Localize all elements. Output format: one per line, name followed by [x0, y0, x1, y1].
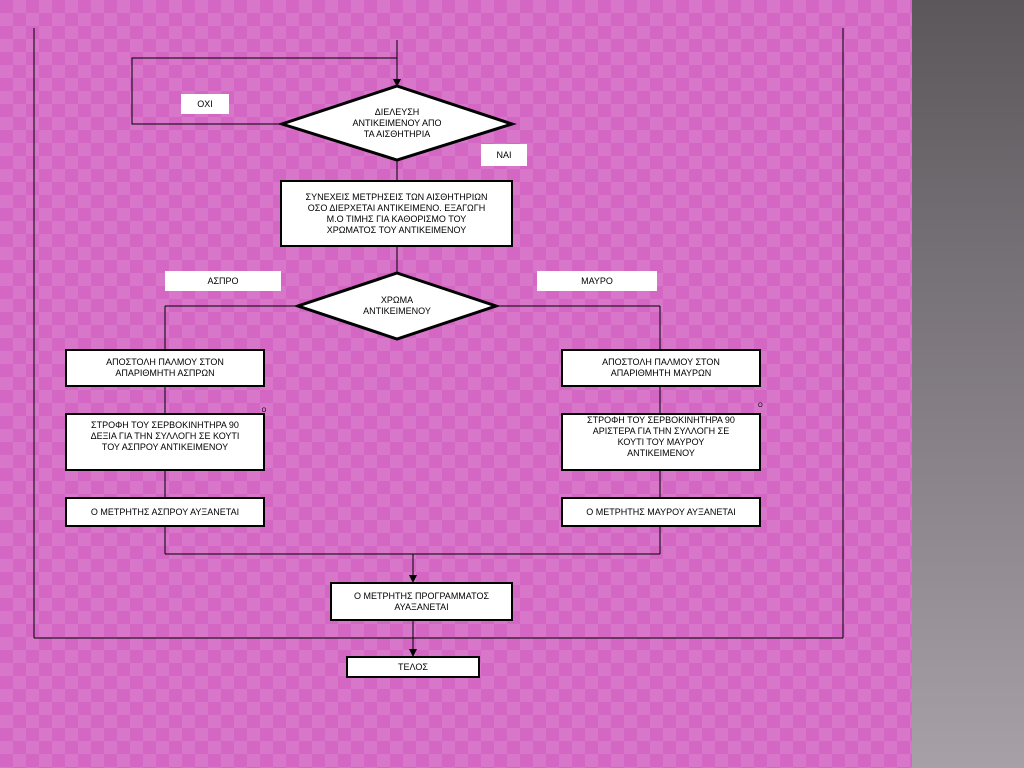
decision-object-color-text: ΧΡΩΜΑ ΑΝΤΙΚΕΙΜΕΝΟΥ [340, 290, 454, 322]
process-counter-black-text: Ο ΜΕΤΡΗΤΗΣ ΜΑΥΡΟΥ ΑΥΞΑΝΕΤΑΙ [586, 506, 736, 517]
process-servo-white-text: ΣΤΡΟΦΗ ΤΟΥ ΣΕΡΒΟΚΙΝΗΤΗΡΑ 90 ΔΕΞΙΑ ΓΙΑ ΤΗ… [90, 408, 267, 475]
side-panel [912, 0, 1024, 768]
label-yes-text: ΝΑΙ [496, 150, 512, 160]
terminal-end: ΤΕΛΟΣ [346, 656, 480, 678]
process-program-counter-text: Ο ΜΕΤΡΗΤΗΣ ΠΡΟΓΡΑΜΜΑΤΟΣ ΑΥΑΞΑΝΕΤΑΙ [353, 590, 490, 612]
process-program-counter: Ο ΜΕΤΡΗΤΗΣ ΠΡΟΓΡΑΜΜΑΤΟΣ ΑΥΑΞΑΝΕΤΑΙ [330, 582, 513, 621]
process-pulse-black: ΑΠΟΣΤΟΛΗ ΠΑΛΜΟΥ ΣΤΟΝ ΑΠΑΡΙΘΜΗΤΗ ΜΑΥΡΩΝ [561, 349, 761, 387]
process-servo-black: ΣΤΡΟΦΗ ΤΟΥ ΣΕΡΒΟΚΙΝΗΤΗΡΑ 90 ΑΡΙΣΤΕΡΑ ΓΙΑ… [561, 403, 763, 471]
process-pulse-white-text: ΑΠΟΣΤΟΛΗ ΠΑΛΜΟΥ ΣΤΟΝ ΑΠΑΡΙΘΜΗΤΗ ΑΣΠΡΩΝ [106, 357, 224, 378]
label-white-text: ΑΣΠΡΟ [207, 276, 239, 286]
process-servo-white: ΣΤΡΟΦΗ ΤΟΥ ΣΕΡΒΟΚΙΝΗΤΗΡΑ 90 ΔΕΞΙΑ ΓΙΑ ΤΗ… [65, 408, 266, 471]
process-counter-white: Ο ΜΕΤΡΗΤΗΣ ΑΣΠΡΟΥ ΑΥΞΑΝΕΤΑΙ [65, 497, 265, 527]
process-servo-white-lines: ΣΤΡΟΦΗ ΤΟΥ ΣΕΡΒΟΚΙΝΗΤΗΡΑ 90 ΔΕΞΙΑ ΓΙΑ ΤΗ… [90, 420, 240, 452]
label-black: ΜΑΥΡΟ [537, 271, 657, 291]
decision-object-color [293, 271, 501, 341]
process-servo-black-lines: ΣΤΡΟΦΗ ΤΟΥ ΣΕΡΒΟΚΙΝΗΤΗΡΑ 90 ΑΡΙΣΤΕΡΑ ΓΙΑ… [587, 414, 735, 458]
process-counter-black: Ο ΜΕΤΡΗΤΗΣ ΜΑΥΡΟΥ ΑΥΞΑΝΕΤΑΙ [561, 497, 761, 527]
process-continuous-measure: ΣΥΝΕΧΕΙΣ ΜΕΤΡΗΣΕΙΣ ΤΩΝ ΑΙΣΘΗΤΗΡΙΩΝ ΟΣΟ Δ… [280, 180, 513, 247]
process-servo-black-text: ΣΤΡΟΦΗ ΤΟΥ ΣΕΡΒΟΚΙΝΗΤΗΡΑ 90 ΑΡΙΣΤΕΡΑ ΓΙΑ… [587, 403, 763, 481]
process-pulse-white: ΑΠΟΣΤΟΛΗ ΠΑΛΜΟΥ ΣΤΟΝ ΑΠΑΡΙΘΜΗΤΗ ΑΣΠΡΩΝ [65, 349, 265, 387]
flowchart-connectors [33, 28, 844, 657]
decision-object-pass-text: ΔΙΕΛΕΥΣΗ ΑΝΤΙΚΕΙΜΕΝΟΥ ΑΠΟ ΤΑ ΑΙΣΘΗΤΗΡΙΑ [330, 100, 464, 146]
label-black-text: ΜΑΥΡΟ [581, 276, 613, 286]
decision-object-pass [277, 84, 517, 162]
label-no-text: ΟΧΙ [197, 99, 213, 109]
label-yes: ΝΑΙ [481, 144, 527, 166]
decision-object-color-label: ΧΡΩΜΑ ΑΝΤΙΚΕΙΜΕΝΟΥ [363, 295, 431, 316]
process-continuous-measure-text: ΣΥΝΕΧΕΙΣ ΜΕΤΡΗΣΕΙΣ ΤΩΝ ΑΙΣΘΗΤΗΡΙΩΝ ΟΣΟ Δ… [305, 191, 488, 235]
label-no: ΟΧΙ [181, 94, 229, 114]
process-pulse-black-text: ΑΠΟΣΤΟΛΗ ΠΑΛΜΟΥ ΣΤΟΝ ΑΠΑΡΙΘΜΗΤΗ ΜΑΥΡΩΝ [602, 357, 720, 378]
degree-mark-black: O [758, 402, 763, 409]
flowchart-slide: ΔΙΕΛΕΥΣΗ ΑΝΤΙΚΕΙΜΕΝΟΥ ΑΠΟ ΤΑ ΑΙΣΘΗΤΗΡΙΑ … [33, 28, 844, 678]
decision-object-pass-label: ΔΙΕΛΕΥΣΗ ΑΝΤΙΚΕΙΜΕΝΟΥ ΑΠΟ ΤΑ ΑΙΣΘΗΤΗΡΙΑ [352, 106, 442, 139]
label-white: ΑΣΠΡΟ [165, 271, 281, 291]
terminal-end-text: ΤΕΛΟΣ [398, 661, 428, 672]
no-loop-line [131, 57, 397, 125]
degree-mark-white: O [261, 408, 267, 414]
process-counter-white-text: Ο ΜΕΤΡΗΤΗΣ ΑΣΠΡΟΥ ΑΥΞΑΝΕΤΑΙ [90, 506, 240, 517]
